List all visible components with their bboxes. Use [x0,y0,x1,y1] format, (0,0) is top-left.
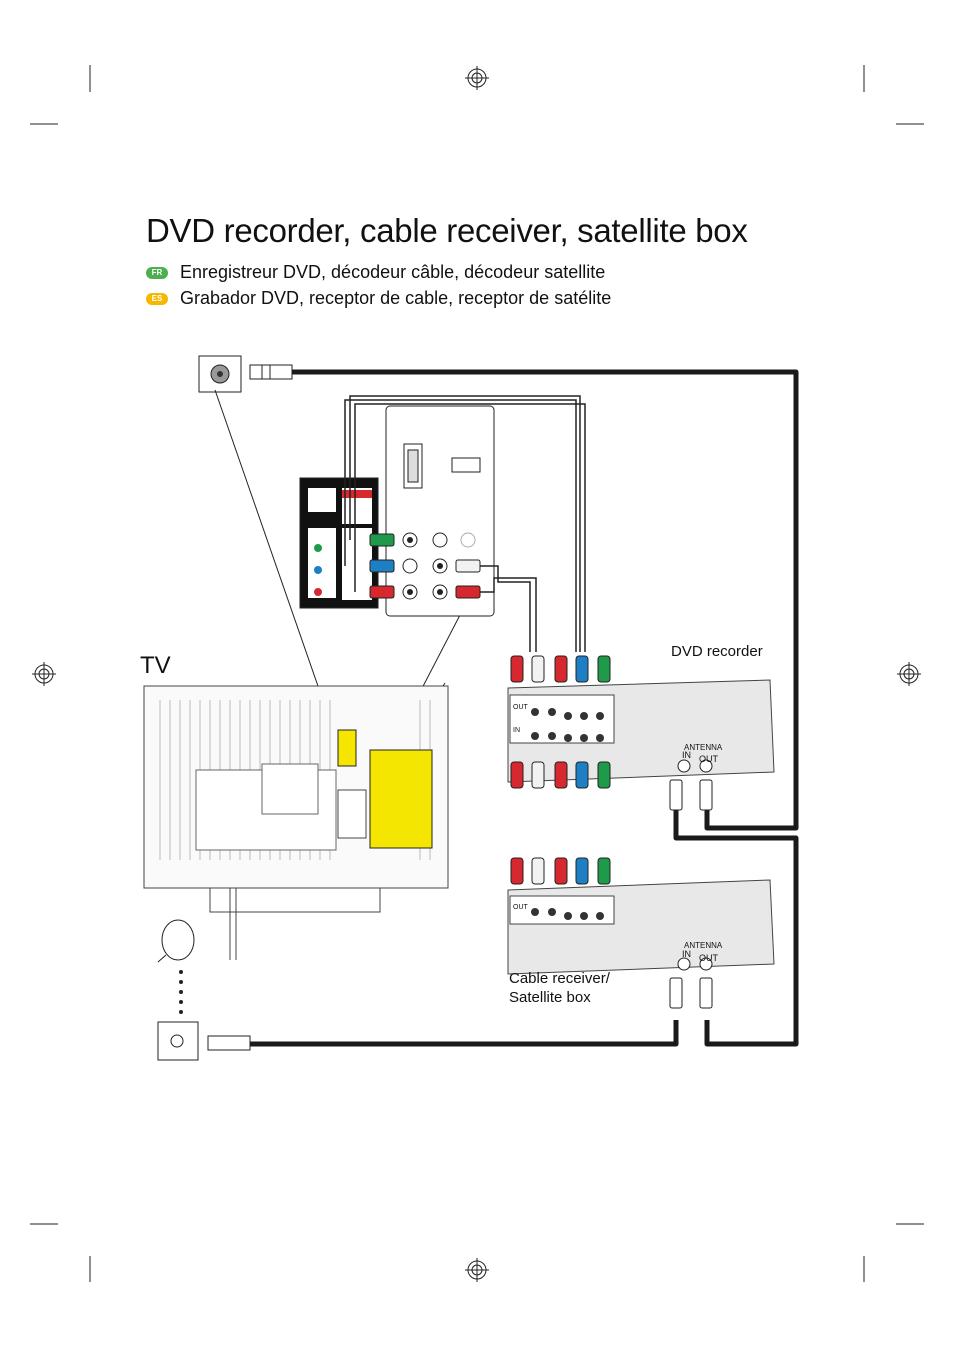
dvd-out-label: OUT [699,754,718,764]
lang-badge-es: ES [146,292,168,305]
satellite-dish [157,919,195,963]
wall-antenna-socket [198,355,242,393]
registration-mark-right [897,662,921,686]
satellite-wall-socket [157,1021,199,1061]
rca-plugs-cable-top [510,857,611,885]
dish-dotted-line [179,970,183,1014]
registration-mark-left [32,662,56,686]
dvd-out-jack-label: OUT [513,704,528,711]
antenna-cables [250,369,799,1047]
page-title: DVD recorder, cable receiver, satellite … [146,212,748,249]
tv-label: TV [140,652,171,679]
tv-side-panel [299,477,379,609]
cable-antenna-label: ANTENNA [684,941,723,950]
registration-mark-top [465,66,489,90]
coax-plugs [669,779,713,1009]
translation-es-text: Grabador DVD, receptor de cable, recepto… [180,288,612,308]
dvd-recorder-box [507,679,775,783]
cable-receiver-label-line2: Satellite box [509,989,591,1006]
cable-out-label: OUT [699,953,718,963]
lang-badge-fr: FR [146,266,168,279]
antenna-plug-top [249,364,293,380]
translation-fr-text: Enregistreur DVD, décodeur câble, décode… [180,262,606,282]
crop-marks [30,65,924,1282]
cable-out-jack-label: OUT [513,904,528,911]
dvd-recorder-label: DVD recorder [671,643,763,660]
translation-es: ES Grabador DVD, receptor de cable, rece… [146,288,611,309]
dvd-in-jack-label: IN [513,727,520,734]
dvd-in-label: IN [682,750,691,760]
translation-fr: FR Enregistreur DVD, décodeur câble, déc… [146,262,605,283]
cable-receiver-box [507,879,775,975]
antenna-plug-bottom [207,1035,251,1051]
rca-plugs-dvd-top [510,655,611,683]
tv-component-plugs [369,533,481,599]
dvd-antenna-label: ANTENNA [684,743,723,752]
registration-mark-bottom [465,1258,489,1282]
thin-av-cables [344,395,586,652]
rca-plugs-middle [510,761,611,789]
cable-in-label: IN [682,949,691,959]
cable-receiver-label-line1: Cable receiver/ [509,970,610,987]
tv-connector-panel [385,405,495,617]
tv-back [143,685,449,960]
